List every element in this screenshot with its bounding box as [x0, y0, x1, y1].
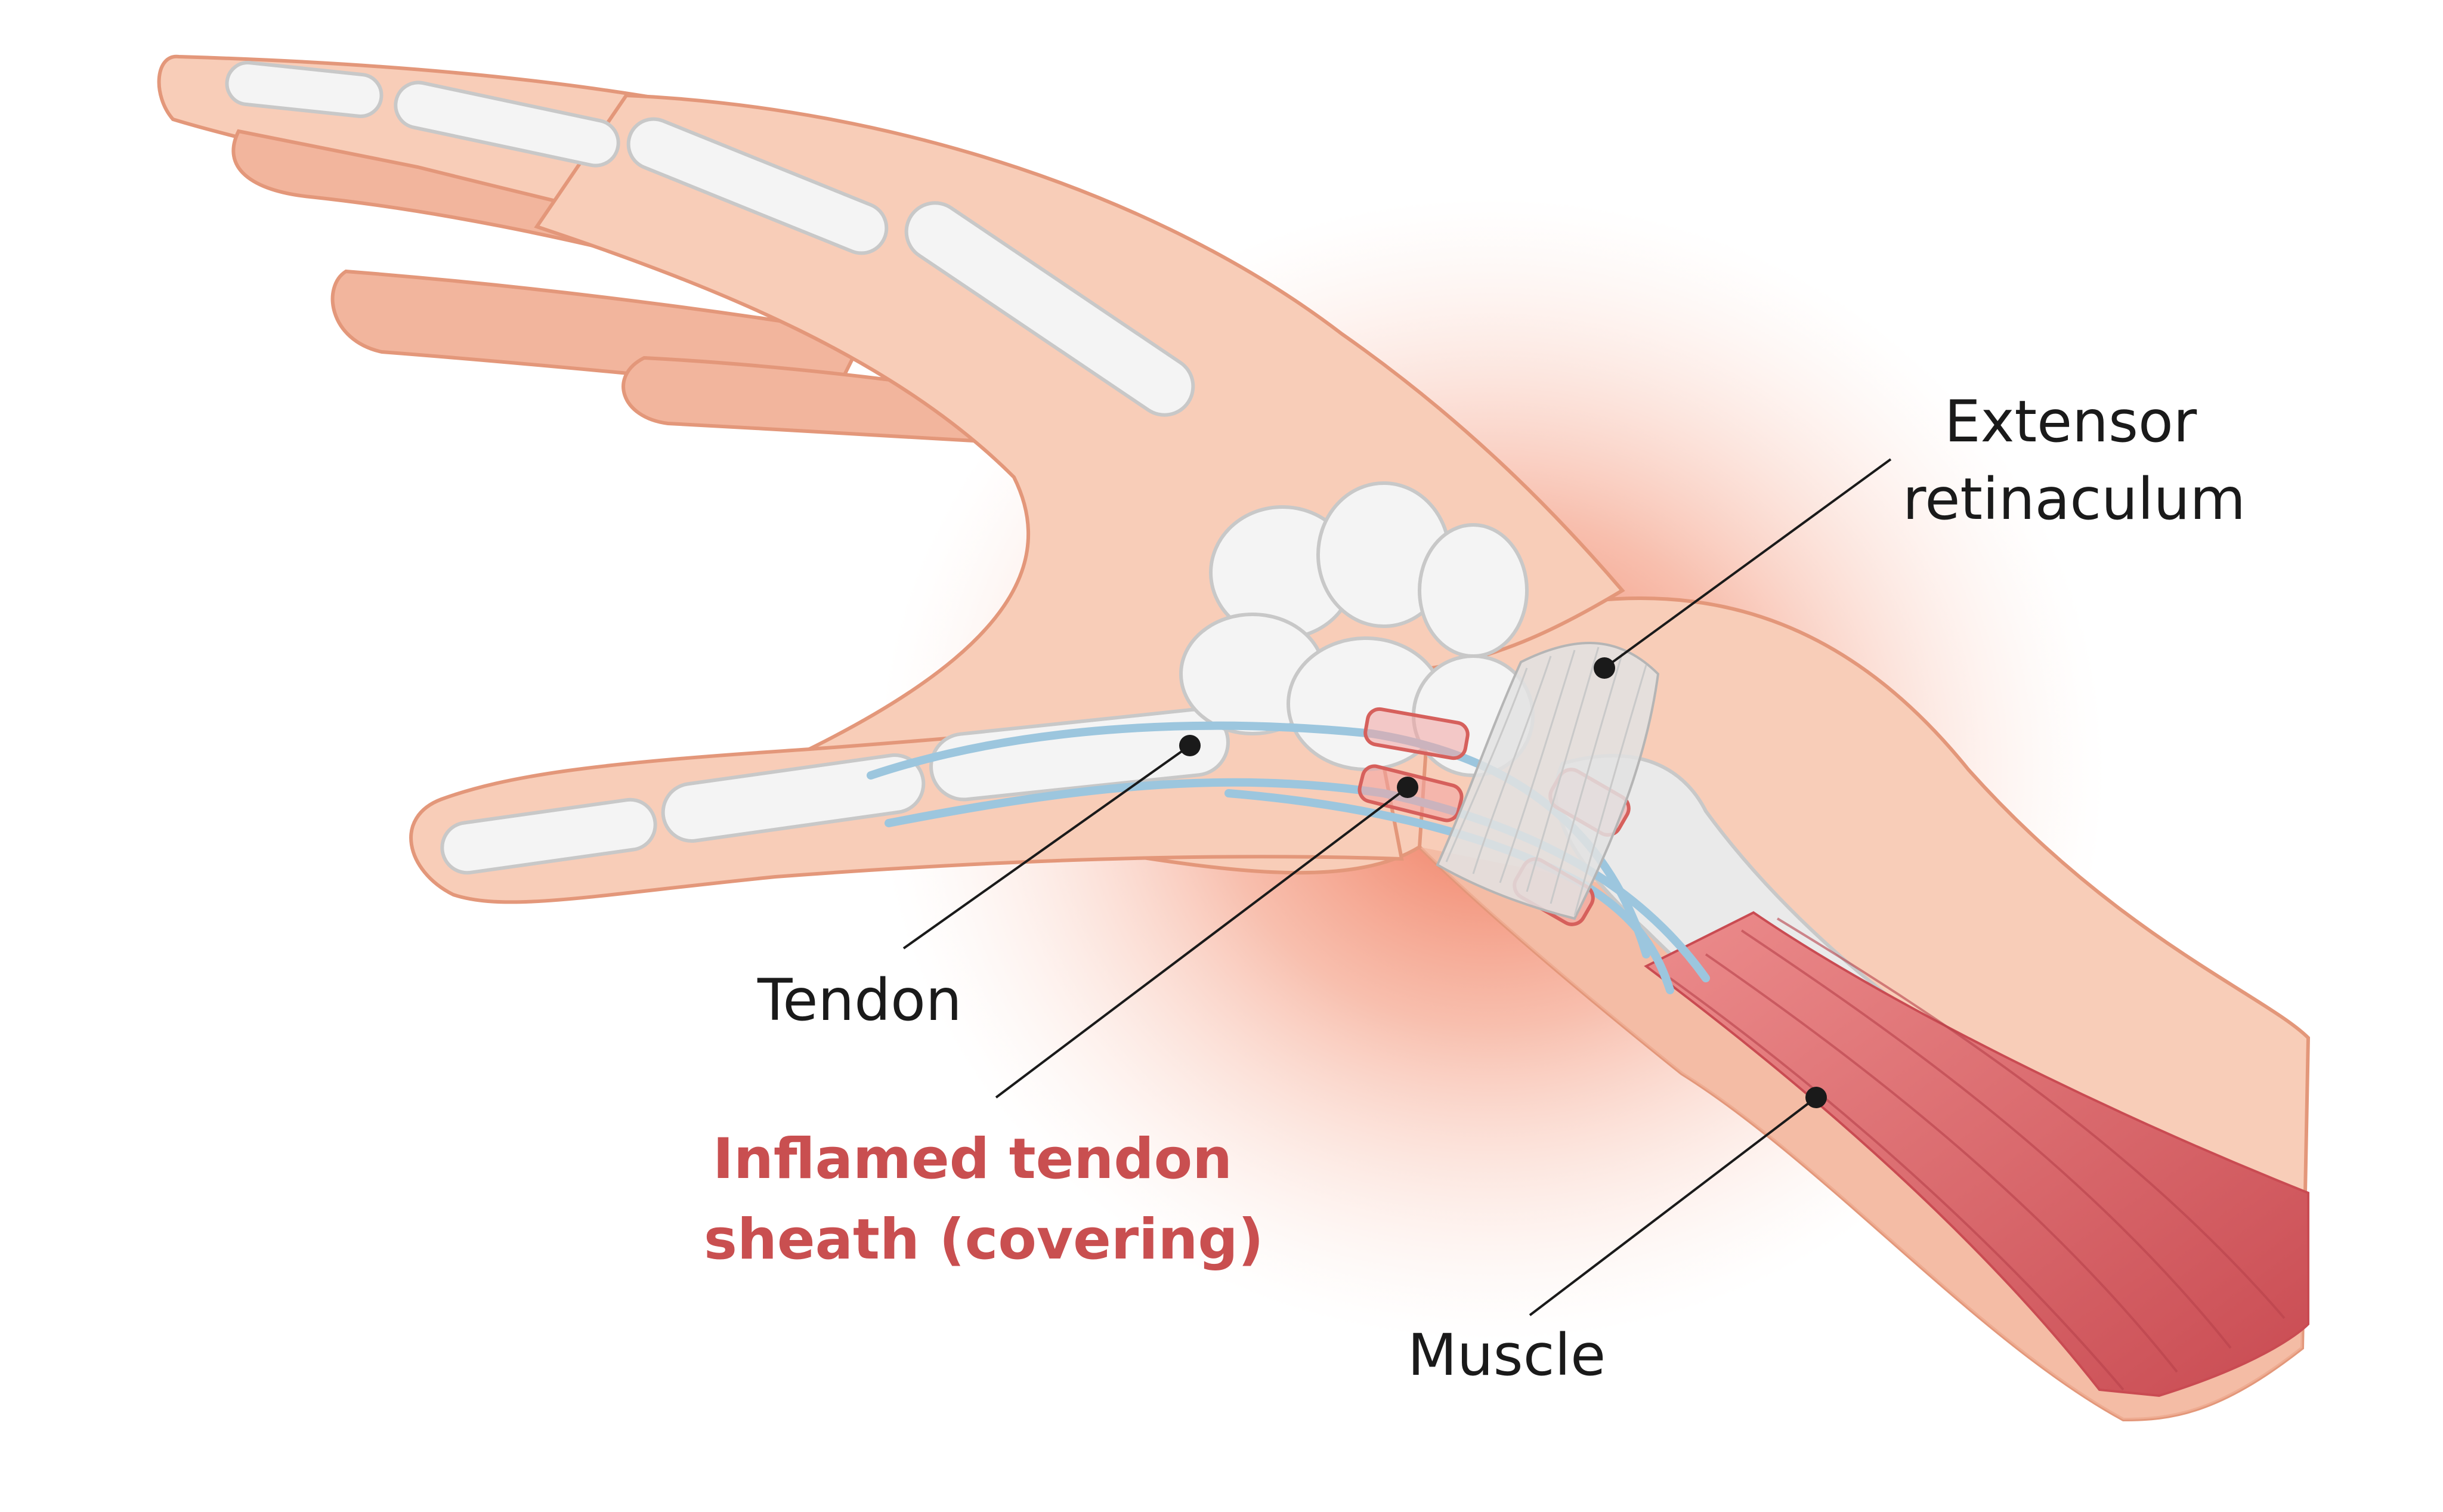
extensor-retinaculum [1436, 642, 1660, 920]
inflamed-sheath-pointer-dot [1397, 777, 1418, 798]
leader-lines [902, 458, 1892, 1316]
extensor-retinaculum-pointer-dot [1594, 657, 1615, 679]
finger-bones [225, 61, 1195, 417]
tendon-pointer-dot [1179, 735, 1201, 756]
inflamed-sheath-label-line2: sheath (covering) [704, 1207, 1264, 1272]
thumb-bones [440, 707, 1230, 875]
extensor-retinaculum-label-line2: retinaculum [1903, 466, 2246, 533]
inflamed-sheath-label-line1: Inflamed tendon [713, 1127, 1232, 1192]
muscle-label: Muscle [1408, 1322, 1606, 1389]
muscle-fibers [1669, 917, 2286, 1391]
extensor-retinaculum-label-line1: Extensor [1944, 388, 2197, 455]
retinaculum-fibers [1445, 647, 1647, 916]
muscle-pointer-dot [1805, 1087, 1827, 1108]
tendon-label: Tendon [757, 967, 962, 1034]
little-finger [621, 355, 992, 444]
